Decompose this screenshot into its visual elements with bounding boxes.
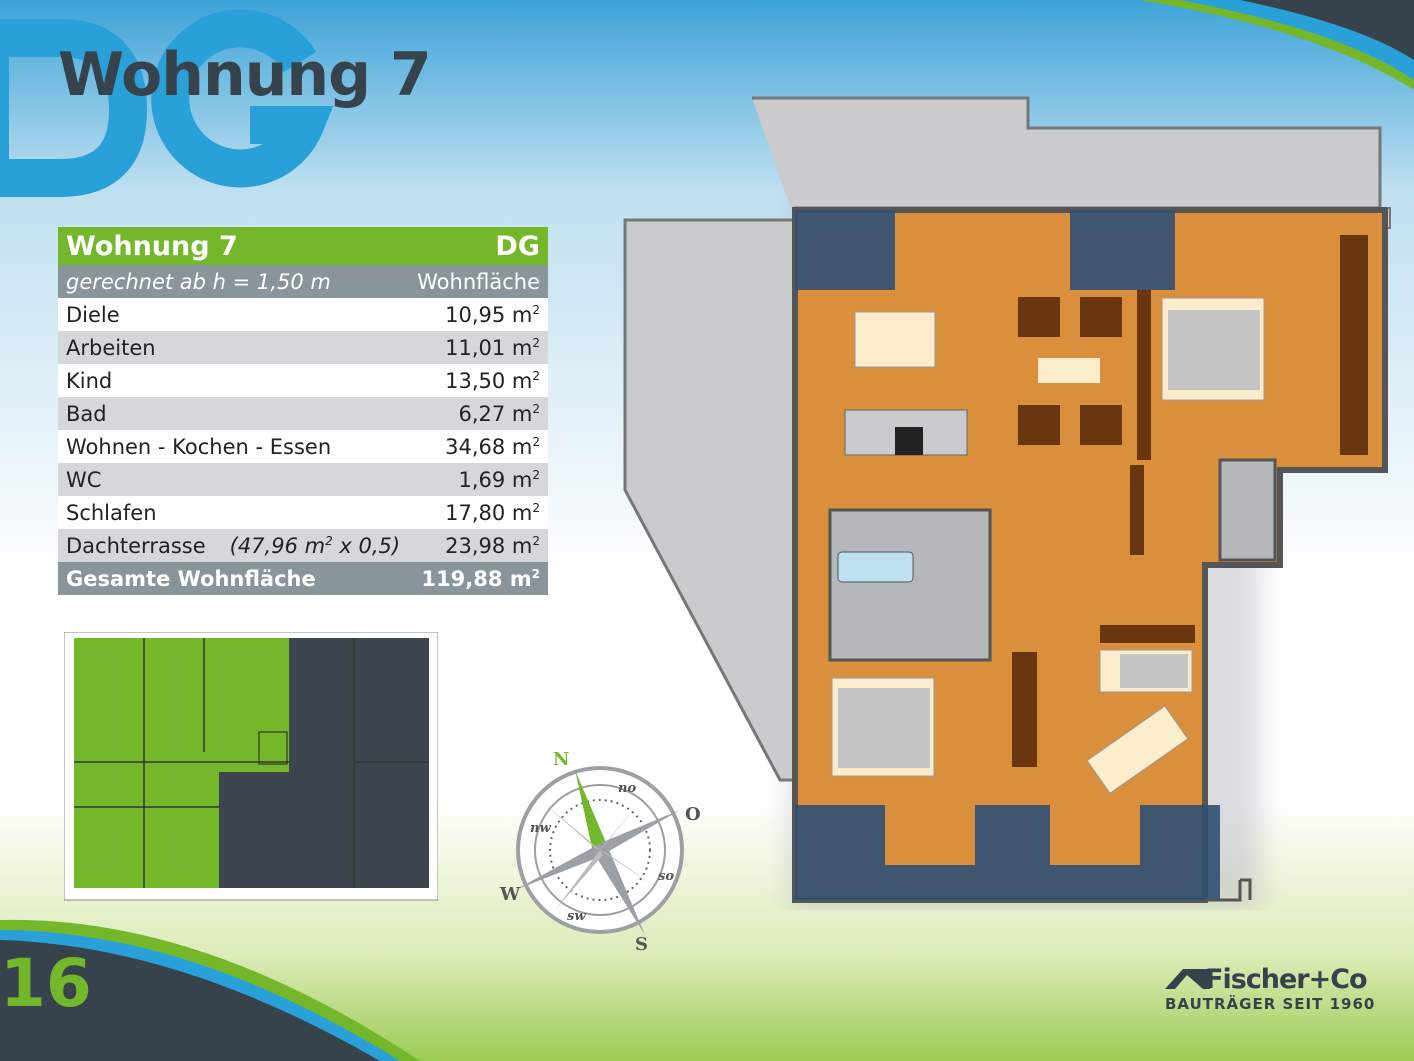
table-row: Kind 13,50 m2: [58, 364, 548, 397]
room-area: 34,68 m2: [445, 434, 540, 459]
brand-tagline: BAUTRÄGER SEIT 1960: [1165, 995, 1376, 1013]
room-name: Schlafen: [66, 500, 157, 525]
table-subheader: gerechnet ab h = 1,50 m Wohnfläche: [58, 265, 548, 298]
column-header-area: Wohnfläche: [417, 269, 540, 294]
table-row: Dachterrasse(47,96 m2 x 0,5) 23,98 m2: [58, 529, 548, 562]
apartment-name: Wohnung 7: [66, 230, 238, 262]
room-area: 23,98 m2: [445, 533, 540, 558]
page-title: Wohnung 7: [58, 40, 432, 110]
top-right-swoosh: [1140, 0, 1414, 90]
room-area: 13,50 m2: [445, 368, 540, 393]
total-area: 119,88 m2: [421, 566, 540, 591]
floor-label: DG: [495, 230, 540, 262]
compass-nw: nw: [530, 821, 551, 836]
total-row: Gesamte Wohnfläche 119,88 m2: [58, 562, 548, 595]
table-row: Wohnen - Kochen - Essen 34,68 m2: [58, 430, 548, 463]
table-row: Diele 10,95 m2: [58, 298, 548, 331]
room-name: Wohnen - Kochen - Essen: [66, 434, 332, 459]
table-row: Bad 6,27 m2: [58, 397, 548, 430]
room-area: 11,01 m2: [445, 335, 540, 360]
page-number: 16: [0, 945, 92, 1022]
compass-so: so: [658, 869, 674, 884]
room-name: WC: [66, 467, 102, 492]
room-name: Kind: [66, 368, 113, 393]
terrace-note: (47,96 m2 x 0,5): [229, 533, 401, 558]
background-floor-lettering: [0, 9, 334, 197]
room-name: Dachterrasse(47,96 m2 x 0,5): [66, 533, 401, 558]
brand-name: Fischer+Co: [1205, 964, 1368, 995]
total-label: Gesamte Wohnfläche: [66, 566, 316, 591]
room-name: Diele: [66, 302, 120, 327]
key-plan: [64, 632, 438, 901]
compass-no: no: [618, 781, 636, 796]
room-name: Arbeiten: [66, 335, 156, 360]
compass-n: N: [553, 749, 569, 770]
compass-sw: sw: [567, 909, 586, 924]
room-area: 6,27 m2: [458, 401, 540, 426]
room-area: 1,69 m2: [458, 467, 540, 492]
bottom-left-swoosh: [0, 919, 420, 1061]
room-area: 17,80 m2: [445, 500, 540, 525]
company-logo: Fischer+Co BAUTRÄGER SEIT 1960: [1165, 965, 1375, 1013]
compass-rose: N O S W no so sw nw: [499, 749, 701, 955]
area-table: Wohnung 7 DG gerechnet ab h = 1,50 m Wohnf…: [58, 227, 548, 595]
compass-s: S: [635, 934, 648, 955]
table-row: Schlafen 17,80 m2: [58, 496, 548, 529]
floor-plan: [623, 96, 1391, 910]
table-row: Arbeiten 11,01 m2: [58, 331, 548, 364]
room-area: 10,95 m2: [445, 302, 540, 327]
compass-o: O: [685, 804, 701, 825]
roof-logo-icon: [1165, 969, 1210, 989]
table-row: WC 1,69 m2: [58, 463, 548, 496]
table-header: Wohnung 7 DG: [58, 227, 548, 265]
compass-w: W: [499, 884, 521, 905]
room-name: Bad: [66, 401, 107, 426]
calculation-note: gerechnet ab h = 1,50 m: [66, 269, 331, 294]
